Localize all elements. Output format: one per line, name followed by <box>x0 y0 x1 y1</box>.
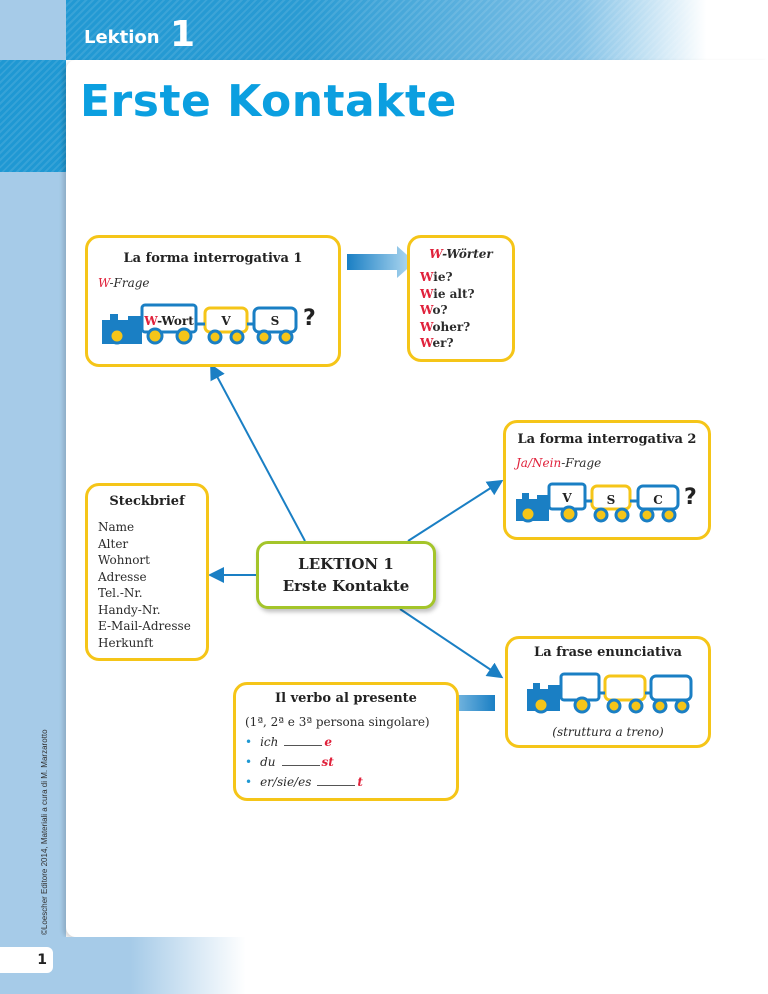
w-woerter-list: Wie? Wie alt? Wo? Woher? Wer? <box>420 269 512 352</box>
question-mark: ? <box>303 306 316 331</box>
subtitle-rest: -Frage <box>109 276 150 290</box>
train-icon <box>527 672 693 714</box>
ending: st <box>321 755 334 769</box>
verb-item: • er/sie/es t <box>245 772 456 792</box>
steckbrief-item: Alter <box>98 536 129 551</box>
copyright-note: ©Loescher Editore 2014, Materiali a cura… <box>40 729 49 935</box>
central-topic-line1: LEKTION 1 <box>298 555 394 573</box>
bullet-icon: • <box>245 735 253 749</box>
w-rest: oher? <box>432 319 471 334</box>
steckbrief-item: Wohnort <box>98 553 150 567</box>
enunciativa-title: La frase enunciativa <box>534 645 682 660</box>
w-woerter-title: W-Wörter <box>410 247 512 261</box>
w-rest: ie? <box>433 270 453 284</box>
w-red: W <box>420 303 433 317</box>
train-car-s: S <box>606 493 616 507</box>
left-stripe-pattern <box>0 60 66 172</box>
w-red: W <box>420 270 434 284</box>
interrogativa1-subtitle: W-Frage <box>98 276 338 290</box>
bullet-icon: • <box>245 775 253 789</box>
verb-item: • du st <box>245 752 456 772</box>
blank-line <box>317 774 356 786</box>
steckbrief-list: Name Alter Wohnort Adresse Tel.-Nr. Hand… <box>98 519 206 651</box>
lektion-label: Lektion <box>84 27 160 48</box>
w-word-item: Wer? <box>420 335 512 352</box>
steckbrief-title: Steckbrief <box>109 494 185 509</box>
subtitle-red: W <box>98 276 110 290</box>
train-car-v: V <box>221 314 231 328</box>
enunciativa-caption: (struttura a treno) <box>552 725 664 739</box>
title-rest: -Wörter <box>442 247 493 261</box>
enunciativa-box: La frase enunciativa (struttura a treno) <box>505 636 711 748</box>
interrogativa1-box: La forma interrogativa 1 W-Frage W-Wort … <box>85 235 341 367</box>
w-word-item: Wo? <box>420 302 512 319</box>
verbo-list: • ich e • du st • er/sie/es t <box>245 732 456 792</box>
page-title: Erste Kontakte <box>80 76 457 127</box>
w-woerter-box: W-Wörter Wie? Wie alt? Wo? Woher? Wer? <box>407 235 515 362</box>
page-number: 1 <box>0 947 53 973</box>
steckbrief-item: Adresse <box>98 569 147 584</box>
pronoun: du <box>260 755 276 769</box>
w-red: W <box>420 286 434 301</box>
subtitle-red: Ja/Nein <box>516 456 562 470</box>
steckbrief-item: Name <box>98 520 135 534</box>
footer-band <box>0 937 768 994</box>
w-red: W <box>420 319 433 334</box>
pronoun: er/sie/es <box>260 775 312 789</box>
steckbrief-item: Handy-Nr. <box>98 602 161 617</box>
train-icon <box>102 303 298 345</box>
pronoun: ich <box>260 735 279 749</box>
verbo-box: Il verbo al presente (1ª, 2ª e 3ª person… <box>233 682 459 801</box>
lektion-number: 1 <box>170 14 196 55</box>
header-band <box>0 0 768 60</box>
w-word-item: Woher? <box>420 319 512 336</box>
w-rest: o? <box>432 303 448 317</box>
train-car-c: C <box>653 493 663 507</box>
w-word-item: Wie? <box>420 269 512 286</box>
blank-line <box>284 734 323 746</box>
train-car-s: S <box>270 314 280 328</box>
steckbrief-item: E-Mail-Adresse <box>98 619 191 633</box>
train-icon <box>516 482 680 523</box>
car-rest: -Wort <box>157 314 194 328</box>
verbo-subtitle: (1ª, 2ª e 3ª persona singolare) <box>245 715 430 729</box>
subtitle-rest: -Frage <box>561 456 602 470</box>
steckbrief-box: Steckbrief Name Alter Wohnort Adresse Te… <box>85 483 209 661</box>
steckbrief-item: Herkunft <box>98 635 154 650</box>
central-topic-line2: Erste Kontakte <box>282 577 410 595</box>
interrogativa1-title: La forma interrogativa 1 <box>123 251 303 266</box>
verbo-title: Il verbo al presente <box>275 691 417 706</box>
interrogativa2-subtitle: Ja/Nein-Frage <box>516 456 708 470</box>
bullet-icon: • <box>245 755 253 769</box>
ending: t <box>357 775 363 789</box>
verb-item: • ich e <box>245 732 456 752</box>
title-red: W <box>429 247 443 261</box>
interrogativa2-box: La forma interrogativa 2 Ja/Nein-Frage V… <box>503 420 711 540</box>
central-topic-node: LEKTION 1 Erste Kontakte <box>256 541 436 609</box>
interrogativa2-title: La forma interrogativa 2 <box>517 432 697 447</box>
w-rest: er? <box>432 336 454 350</box>
w-word-item: Wie alt? <box>420 286 512 303</box>
train-car-v: V <box>562 491 572 505</box>
steckbrief-item: Tel.-Nr. <box>98 586 143 600</box>
ending: e <box>324 735 333 749</box>
w-red: W <box>420 336 433 350</box>
blank-line <box>281 754 320 766</box>
car-red: W <box>144 314 158 328</box>
train-car-wwort: W-Wort <box>142 314 196 328</box>
w-rest: ie alt? <box>433 286 475 301</box>
question-mark: ? <box>684 485 697 510</box>
